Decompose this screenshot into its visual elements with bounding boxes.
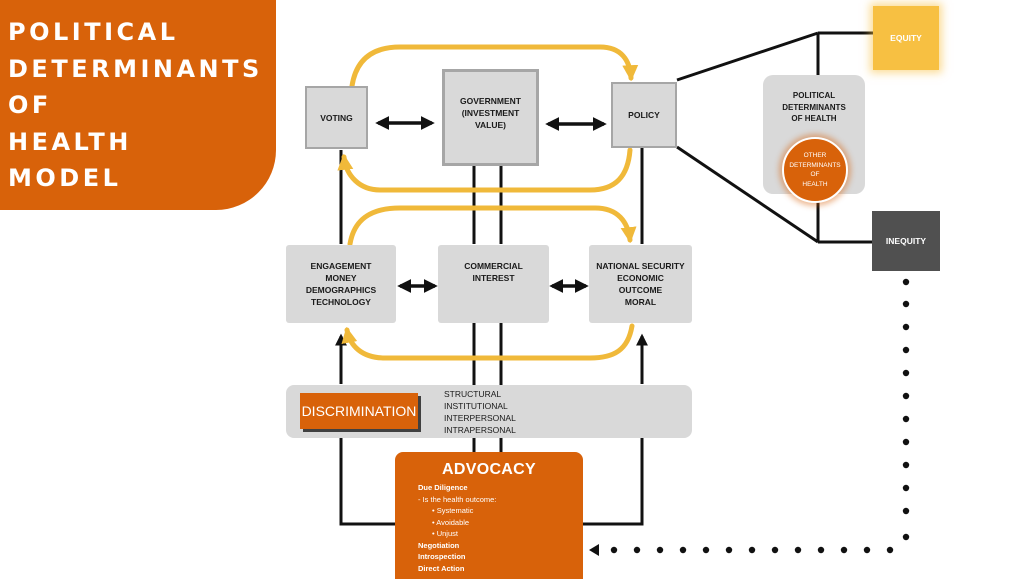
equity-box: EQUITY [873,6,939,70]
node-government-line: GOVERNMENT [460,96,521,106]
discrimination-type: STRUCTURAL [444,389,502,399]
dotted-path-inequity-to-advocacy [610,278,910,554]
title-line: OF [8,91,52,119]
node-national-line: OUTCOME [618,285,663,295]
yellow-arrow-national-to-engagement [341,323,635,361]
other-determinants-line: HEALTH [802,180,828,188]
advocacy-question: - Is the health outcome: [418,494,497,504]
equity-label: EQUITY [890,33,922,43]
advocacy-due-diligence: Due Diligence [418,483,468,492]
discrimination-label-box: DISCRIMINATION [300,393,418,429]
node-commercial-line: COMMERCIAL [464,261,523,271]
node-national-line: MORAL [624,297,657,307]
advocacy-bullet-item: • Avoidable [432,517,470,527]
advocacy-bullet-text: Unjust [436,529,458,538]
advocacy-title: ADVOCACY [442,461,536,478]
line-policy-to-inequity [676,145,819,244]
discrimination-label: DISCRIMINATION [301,403,417,419]
node-commercial-interest: COMMERCIAL INTEREST [438,245,549,323]
node-national-line: NATIONAL SECURITY [596,261,685,271]
node-engagement-line: ENGAGEMENT [310,261,372,271]
title-line: DETERMINANTS [8,54,263,83]
other-determinants-line: OTHER [803,152,827,159]
node-engagement-line: MONEY [325,273,357,283]
yellow-arrow-policy-to-voting [337,147,633,193]
advocacy-box: ADVOCACY Due Diligence - Is the health o… [395,452,583,579]
discrimination-type: INTERPERSONAL [444,413,516,423]
yellow-arrow-engagement-to-national [347,205,637,247]
node-commercial-line: INTEREST [472,273,515,283]
advocacy-item: Negotiation [418,540,460,550]
inequity-label: INEQUITY [885,236,927,246]
advocacy-bullet-text: Systematic [436,506,474,515]
advocacy-item: Direct Action [418,563,465,573]
node-national-security: NATIONAL SECURITY ECONOMIC OUTCOME MORAL [589,245,692,323]
dotted-arrowhead-icon [589,544,599,556]
advocacy-bullet-item: • Unjust [432,529,458,538]
title-line: MODEL [8,164,122,192]
node-voting: VOTING [305,86,368,149]
discrimination-type: INTRAPERSONAL [444,425,516,435]
other-determinants-circle: OTHER DETERMINANTS OF HEALTH [782,137,848,203]
node-voting-label: VOTING [320,112,353,123]
yellow-arrow-voting-to-policy [349,44,639,89]
line-advocacy-right-loop [583,438,644,526]
node-national-line: ECONOMIC [617,273,664,283]
other-determinants-line: OF [810,171,820,178]
other-determinants-line: DETERMINANTS [789,161,841,169]
title-line: POLITICAL [8,18,179,46]
title-banner: POLITICAL DETERMINANTS OF HEALTH MODEL [0,0,276,210]
node-policy-label: POLICY [628,110,660,120]
advocacy-bullet-text: Avoidable [436,517,470,527]
advocacy-bullet-item: • Systematic [432,506,474,515]
political-determinants-panel: POLITICAL DETERMINANTS OF HEALTH OTHER D… [763,75,865,203]
inequity-box: INEQUITY [872,211,940,271]
node-engagement-line: TECHNOLOGY [311,297,371,307]
title-line: HEALTH [8,127,132,156]
discrimination-type: INSTITUTIONAL [444,401,508,411]
pdh-label-line: OF HEALTH [791,114,837,123]
node-government: GOVERNMENT (INVESTMENT VALUE) [442,69,539,166]
pdh-label-line: POLITICAL [792,91,836,100]
line-policy-to-equity [676,31,819,82]
pdh-label-line: DETERMINANTS [782,102,846,112]
node-engagement-line: DEMOGRAPHICS [305,285,377,295]
node-government-line: VALUE) [474,120,506,130]
node-government-line: (INVESTMENT [461,108,520,118]
discrimination-types: STRUCTURAL INSTITUTIONAL INTERPERSONAL I… [444,388,516,436]
node-engagement: ENGAGEMENT MONEY DEMOGRAPHICS TECHNOLOGY [286,245,396,323]
node-policy: POLICY [611,82,677,148]
line-advocacy-left-loop [339,438,395,526]
advocacy-item: Introspection [418,552,466,561]
